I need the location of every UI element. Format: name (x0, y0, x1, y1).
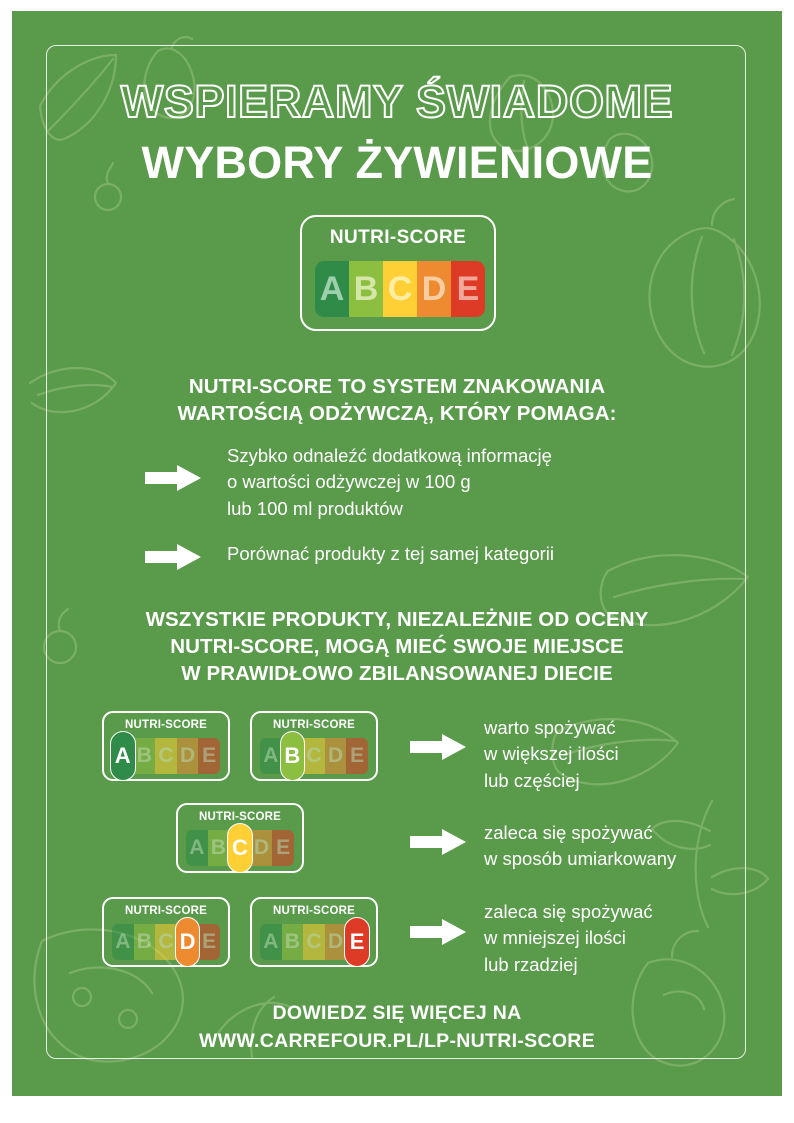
grade-cell-e: E (198, 924, 220, 960)
grade-cell-b-selected: B (279, 731, 306, 781)
grade-cell-a: A (260, 738, 282, 774)
grade-cell-e: E (451, 261, 485, 317)
nutri-score-logo: NUTRI-SCORE A B C D E (300, 215, 496, 331)
all-products-heading-line-3: W PRAWIDŁOWO ZBILANSOWANEJ DIECIE (181, 662, 613, 686)
nutri-score-badge-b: NUTRI-SCOREABBCDE (250, 711, 378, 781)
grade-cell-b: B (349, 261, 383, 317)
nutri-score-badge-a: NUTRI-SCOREAABCDE (102, 711, 230, 781)
recommendation-text-2: zaleca się spożywać w sposób umiarkowany (484, 822, 677, 870)
nutri-score-badge-e: NUTRI-SCOREABCDEE (250, 897, 378, 967)
all-products-heading-line-1: WSZYSTKIE PRODUKTY, NIEZALEŻNIE OD OCENY (145, 608, 649, 631)
grade-cell-d: D (324, 738, 347, 774)
benefits-heading: NUTRI-SCORE TO SYSTEM ZNAKOWANIA WARTOŚC… (12, 373, 782, 427)
grade-cell-d-selected: D (174, 917, 201, 967)
grade-cell-b: B (281, 924, 304, 960)
poster-content: WSPIERAMY ŚWIADOME WYBORY ŻYWIENIOWE NUT… (12, 11, 782, 1096)
nutri-score-logo-label: NUTRI-SCORE (329, 227, 467, 248)
grade-cell-c: C (155, 924, 177, 960)
grade-cell-a: A (186, 830, 208, 866)
nutri-score-badge-label: NUTRI-SCORE (272, 719, 356, 731)
recommendation-text-1: warto spożywać w większej ilości lub czę… (484, 717, 619, 791)
recommendation-text-3: zaleca się spożywać w mniejszej ilości l… (484, 901, 653, 975)
arrow-right-icon (410, 829, 466, 855)
grade-cell-a: A (315, 261, 349, 317)
benefits-heading-line-2: WARTOŚCIĄ ODŻYWCZĄ, KTÓRY POMAGA: (177, 402, 617, 426)
grade-cell-d: D (176, 738, 199, 774)
benefit-item-2-text: Porównać produkty z tej samej kategorii (227, 543, 554, 564)
grade-cell-c: C (155, 738, 177, 774)
arrow-right-icon (145, 465, 201, 491)
grade-cell-d: D (417, 261, 451, 317)
nutri-score-badge-label: NUTRI-SCORE (272, 905, 356, 917)
footer-cta-text: DOWIEDZ SIĘ WIĘCEJ NA (272, 1002, 522, 1024)
nutri-score-badge-label: NUTRI-SCORE (124, 719, 208, 731)
grade-cell-b: B (207, 830, 230, 866)
grade-cell-e-selected: E (344, 917, 370, 967)
footer-url-link[interactable]: WWW.CARREFOUR.PL/LP-NUTRI-SCORE (198, 1030, 595, 1052)
benefit-item-1-text: Szybko odnaleźć dodatkową informację o w… (227, 445, 552, 519)
nutri-score-poster: WSPIERAMY ŚWIADOME WYBORY ŻYWIENIOWE NUT… (12, 11, 782, 1096)
grade-cell-e: E (346, 738, 368, 774)
all-products-heading: WSZYSTKIE PRODUKTY, NIEZALEŻNIE OD OCENY… (12, 606, 782, 687)
benefit-item-2: Porównać produkty z tej samej kategorii (145, 541, 554, 570)
nutri-score-grade-bar: A B C D E (315, 261, 485, 317)
nutri-score-grade-bar: ABBCDE (260, 731, 368, 781)
grade-cell-a-selected: A (110, 731, 136, 781)
grade-cell-a: A (112, 924, 134, 960)
benefit-item-1: Szybko odnaleźć dodatkową informację o w… (145, 443, 552, 522)
grade-cell-d: D (324, 924, 347, 960)
grade-cell-e: E (198, 738, 220, 774)
benefits-heading-line-1: NUTRI-SCORE TO SYSTEM ZNAKOWANIA (188, 375, 606, 398)
grade-cell-e: E (272, 830, 294, 866)
nutri-score-grade-bar: AABCDE (110, 731, 220, 781)
nutri-score-badge-label: NUTRI-SCORE (124, 905, 208, 917)
grade-cell-b: B (133, 924, 156, 960)
nutri-score-grade-bar: ABCDEE (260, 917, 370, 967)
nutri-score-badge-c: NUTRI-SCOREABCCDE (176, 803, 304, 873)
grade-cell-c: C (303, 738, 325, 774)
grade-cell-c: C (383, 261, 417, 317)
headline-line-1: WSPIERAMY ŚWIADOME (120, 76, 674, 127)
nutri-score-badge-d: NUTRI-SCOREABCDDE (102, 897, 230, 967)
poster-headline: WSPIERAMY ŚWIADOME WYBORY ŻYWIENIOWE (12, 76, 782, 188)
headline-line-2: WYBORY ŻYWIENIOWE (141, 137, 653, 188)
grade-cell-a: A (260, 924, 282, 960)
arrow-right-icon (145, 544, 201, 570)
grade-cell-b: B (133, 738, 156, 774)
arrow-right-icon (410, 919, 466, 945)
nutri-score-badge-label: NUTRI-SCORE (198, 811, 282, 823)
all-products-heading-line-2: NUTRI-SCORE, MOGĄ MIEĆ SWOJE MIEJSCE (170, 635, 624, 659)
nutri-score-grade-bar: ABCDDE (112, 917, 220, 967)
grade-cell-c: C (303, 924, 325, 960)
grade-cell-d: D (250, 830, 273, 866)
grade-cell-c-selected: C (227, 823, 253, 873)
arrow-right-icon (410, 734, 466, 760)
nutri-score-grade-bar: ABCCDE (186, 823, 294, 873)
